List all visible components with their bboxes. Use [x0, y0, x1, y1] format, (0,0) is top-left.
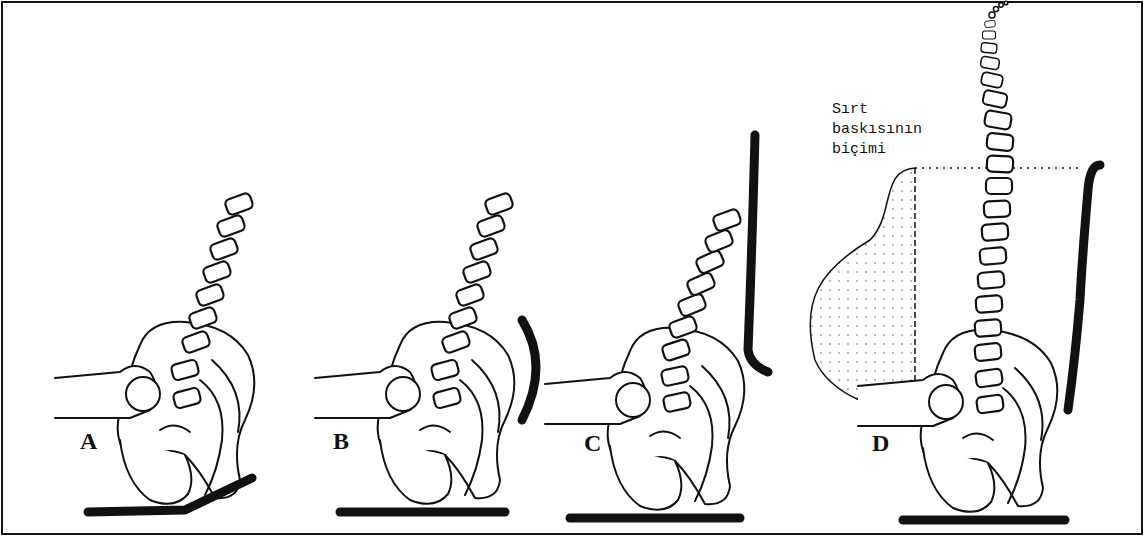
seat-surface	[340, 508, 505, 517]
pressure-fill	[810, 168, 915, 413]
panel-letter: D	[872, 430, 889, 456]
backrest-surface	[748, 135, 768, 372]
seat-surface	[570, 514, 740, 523]
seat-surface	[903, 516, 1065, 525]
panel-letter: B	[333, 428, 349, 454]
panel-c-illustration	[545, 135, 768, 518]
pelvis-drawing	[858, 330, 1057, 512]
panel-letter: C	[584, 430, 601, 456]
seat-surface	[88, 478, 252, 512]
spine-vertebrae	[974, 1, 1014, 414]
spine-vertebrae	[661, 208, 742, 412]
backrest-surface	[522, 320, 536, 420]
panel-a-illustration	[55, 192, 254, 512]
backrest-surface	[1068, 165, 1100, 410]
panel-d-illustration	[810, 1, 1100, 520]
pressure-curve	[810, 168, 915, 413]
spine-vertebrae	[170, 192, 254, 409]
pressure-axis	[914, 168, 916, 413]
pelvis-drawing	[315, 322, 514, 504]
panel-b-illustration	[315, 192, 536, 512]
curve-caption: Sırt baskısının biçimi	[832, 100, 928, 160]
pelvis-drawing	[545, 328, 744, 510]
panel-letter: A	[80, 428, 97, 454]
pelvis-drawing	[55, 322, 254, 504]
spine-vertebrae	[430, 192, 514, 409]
